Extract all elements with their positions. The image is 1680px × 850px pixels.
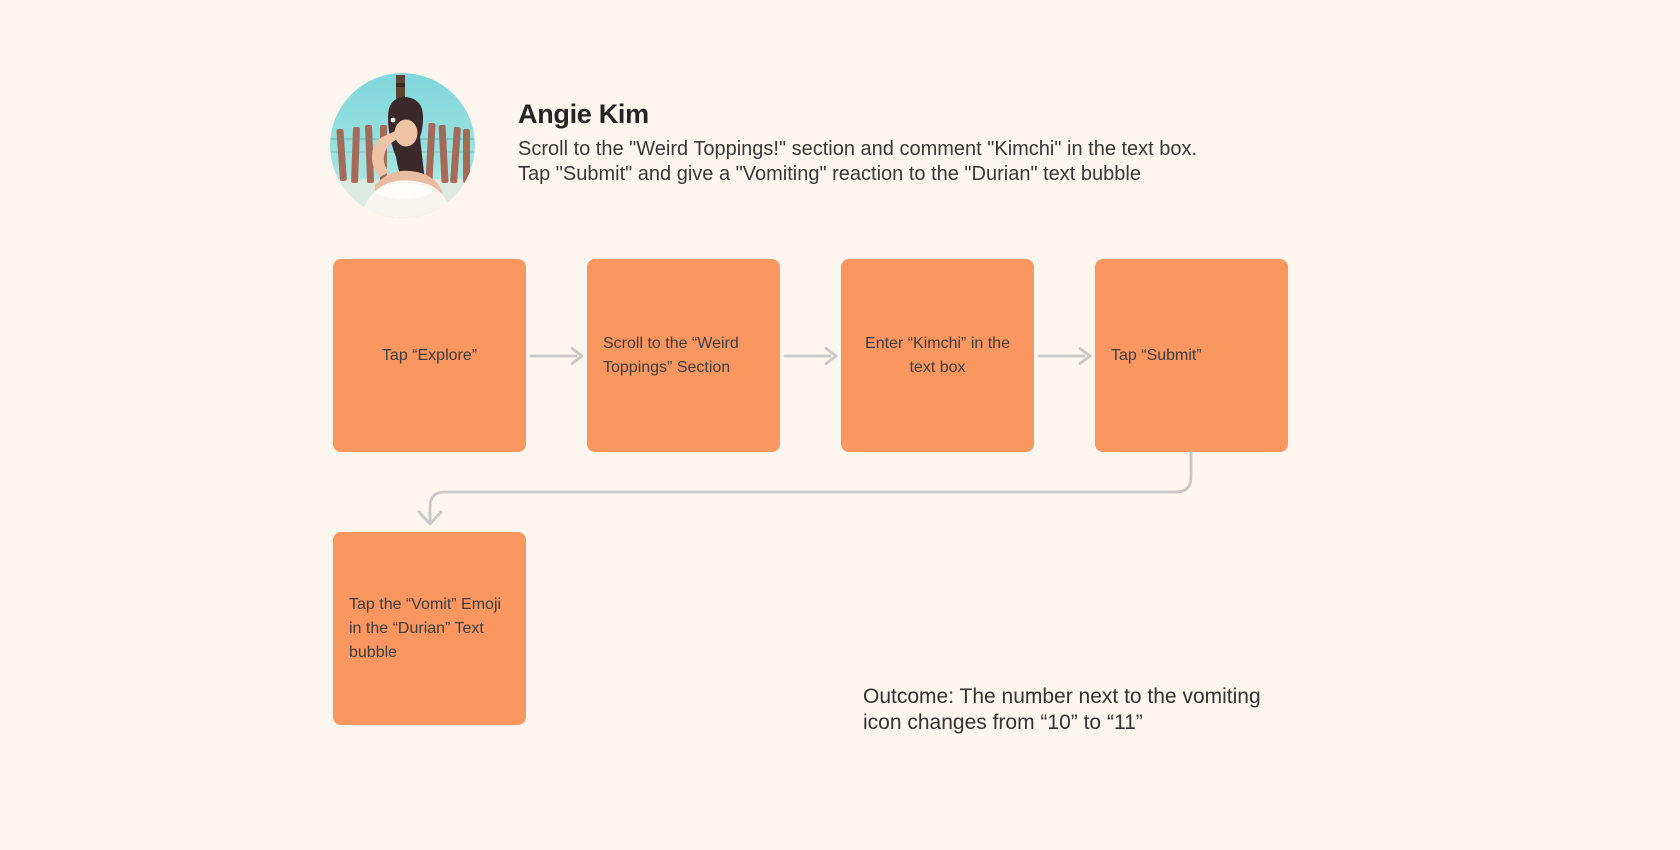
step-label-line: Enter “Kimchi” in the <box>865 334 1010 352</box>
arrow-step4-to-step5-icon <box>417 450 1193 526</box>
arrow-step1-to-step2-icon <box>529 347 584 365</box>
outcome-line-1: Outcome: The number next to the vomiting <box>863 685 1261 708</box>
step-label-line: Scroll to the “Weird <box>603 334 739 352</box>
step-label-line: Toppings” Section <box>603 358 731 376</box>
task-description: Scroll to the "Weird Toppings!" section … <box>518 137 1197 187</box>
flow-step-1-tap-explore[interactable]: Tap “Explore” <box>333 259 526 452</box>
task-description-line-2: Tap "Submit" and give a "Vomiting" react… <box>518 163 1141 185</box>
step-label-line: bubble <box>349 643 398 661</box>
arrow-step3-to-step4-icon <box>1037 347 1092 365</box>
flow-step-3-enter-kimchi[interactable]: Enter “Kimchi” in the text box <box>841 259 1034 452</box>
step-label-line: Tap “Explore” <box>381 346 478 364</box>
step-label-line: Tap the “Vomit” Emoji <box>349 595 502 613</box>
outcome-line-2: icon changes from “10” to “11” <box>863 711 1143 734</box>
flow-step-4-tap-submit[interactable]: Tap “Submit” <box>1095 259 1288 452</box>
step-label-line: Tap “Submit” <box>1111 346 1202 364</box>
flow-step-2-scroll-weird-toppings[interactable]: Scroll to the “Weird Toppings” Section <box>587 259 780 452</box>
step-label-line: in the “Durian” Text <box>349 619 484 637</box>
avatar <box>330 73 475 218</box>
outcome-text: Outcome: The number next to the vomiting… <box>863 684 1261 736</box>
step-label-line: text box <box>909 358 966 376</box>
task-description-line-1: Scroll to the "Weird Toppings!" section … <box>518 138 1198 160</box>
profile-header: Angie Kim Scroll to the "Weird Toppings!… <box>518 98 1197 187</box>
avatar-photo-illustration <box>330 73 475 218</box>
flow-step-5-tap-vomit-emoji[interactable]: Tap the “Vomit” Emoji in the “Durian” Te… <box>333 532 526 725</box>
arrow-step2-to-step3-icon <box>783 347 838 365</box>
profile-name: Angie Kim <box>518 99 649 129</box>
